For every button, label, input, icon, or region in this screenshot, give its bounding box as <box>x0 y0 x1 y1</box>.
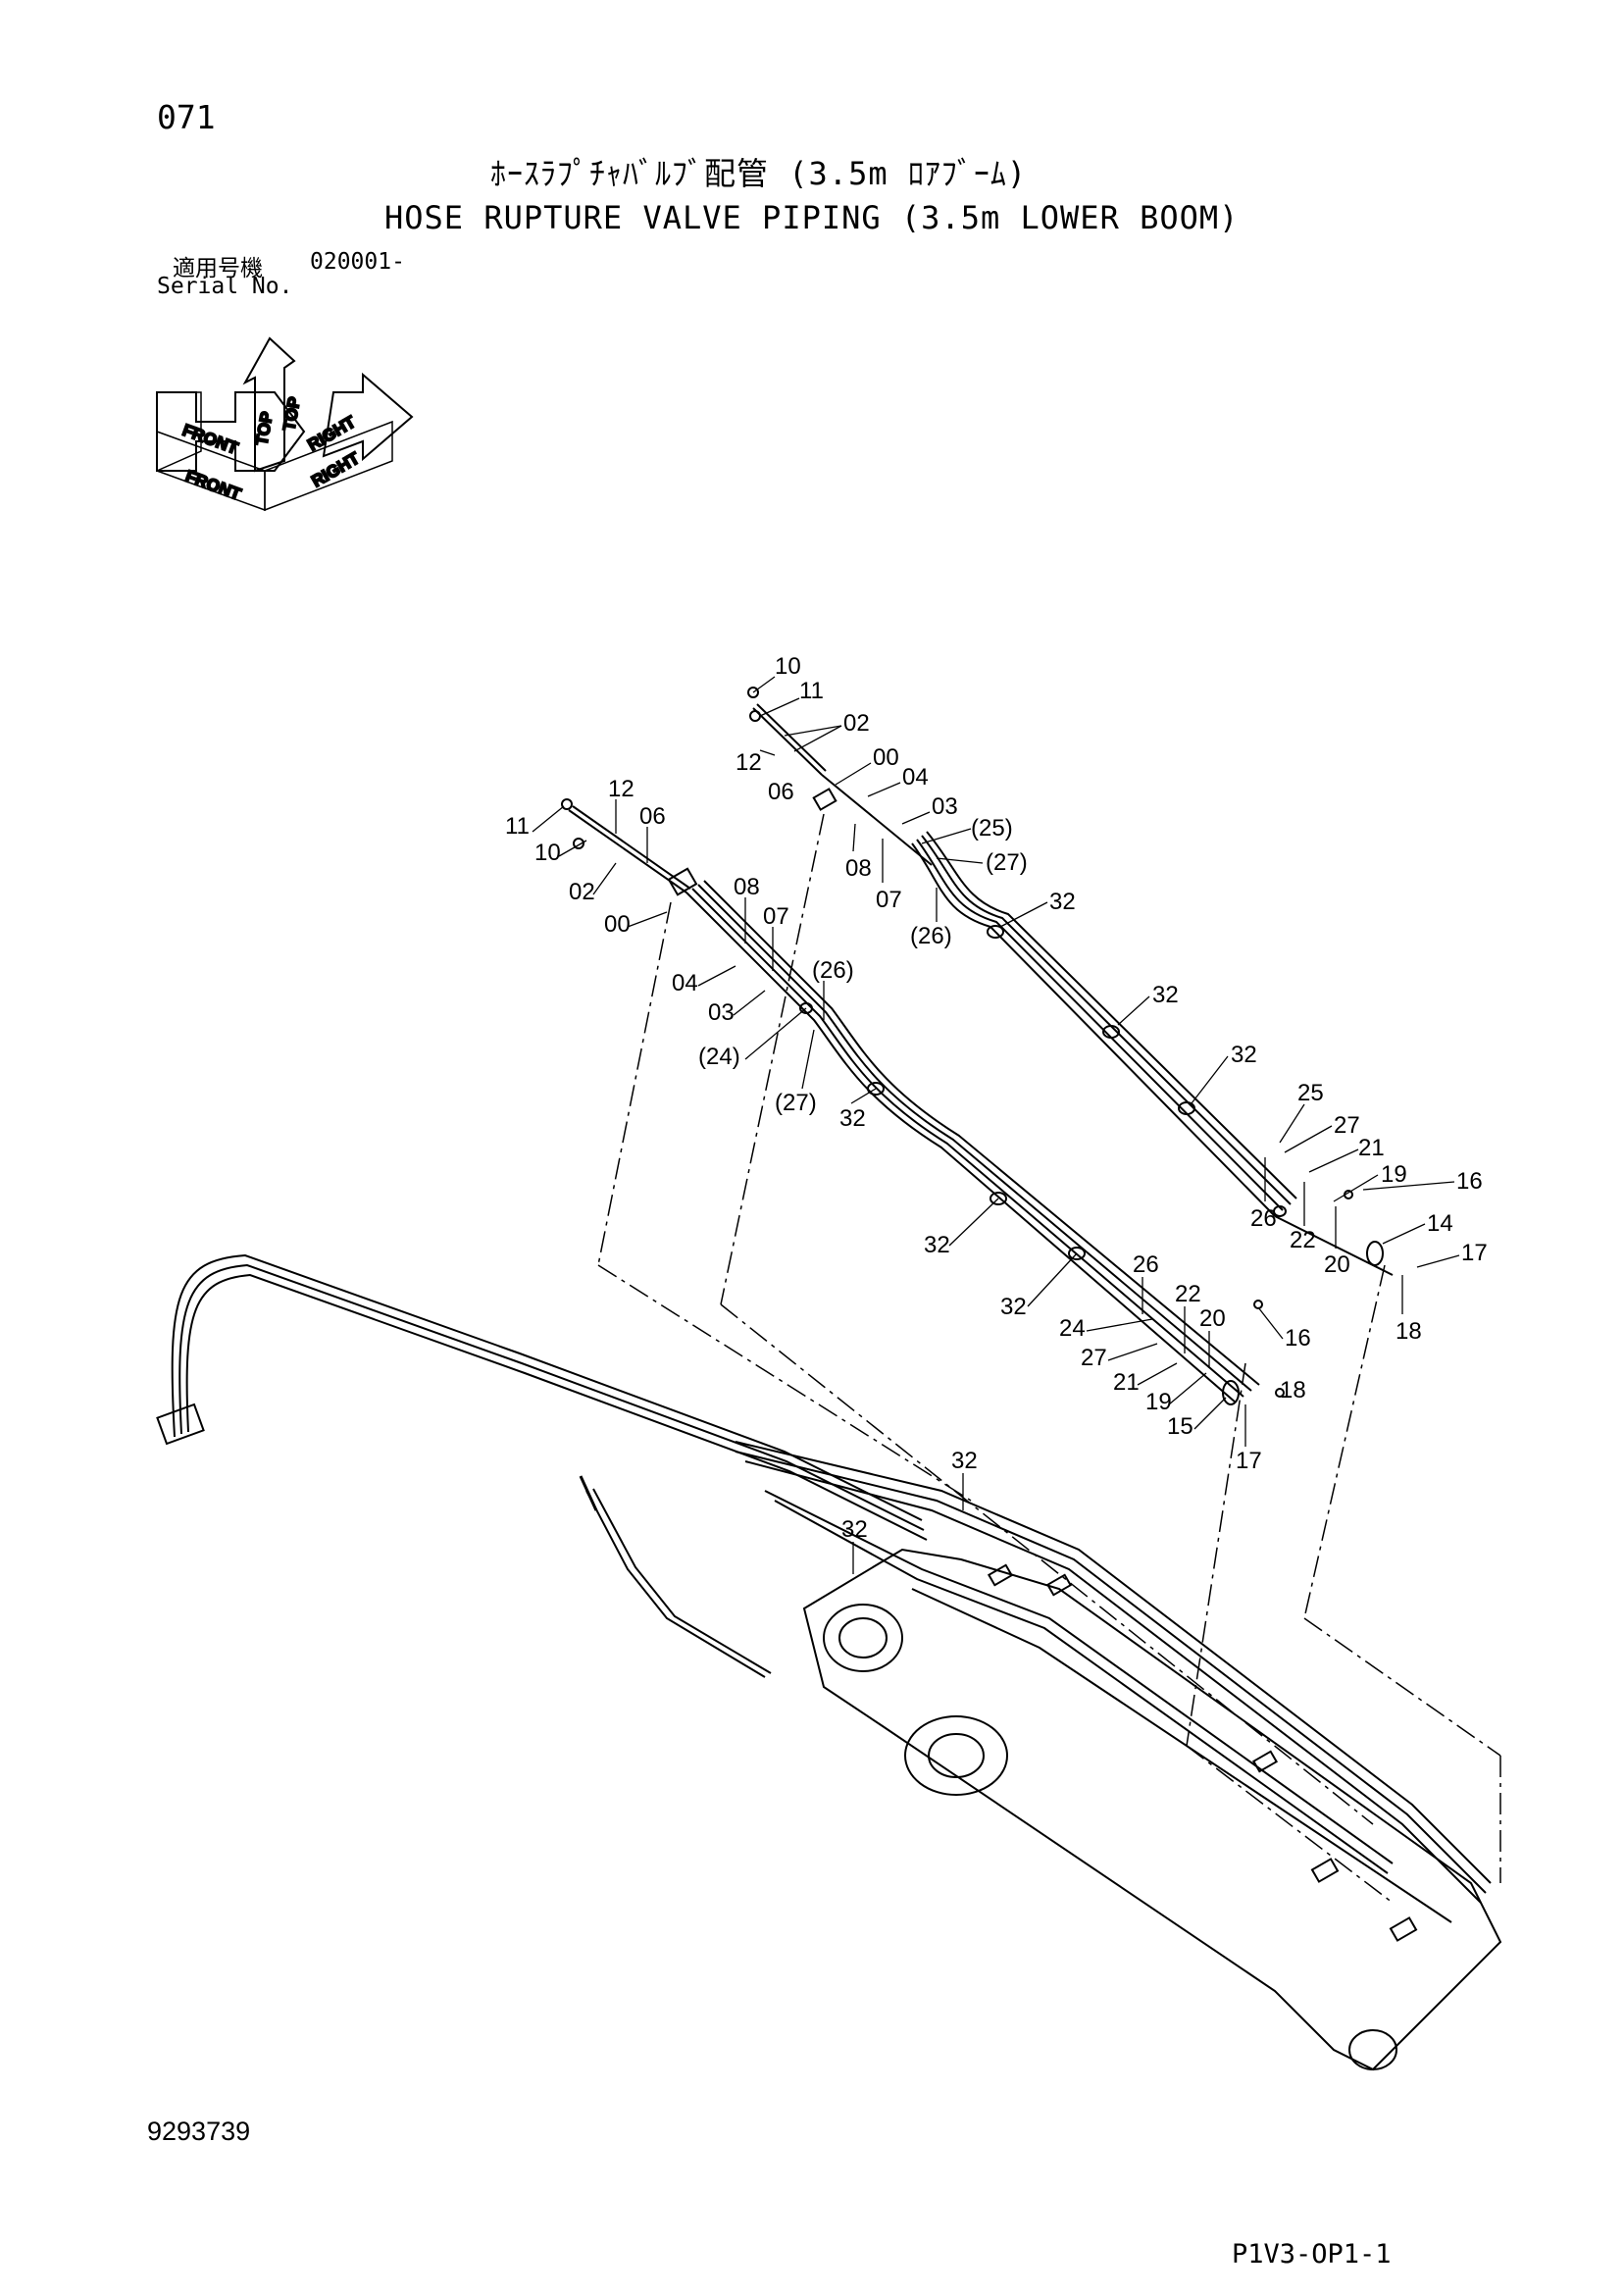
callout: 16 <box>1285 1325 1311 1352</box>
callout: 32 <box>1000 1294 1027 1320</box>
callout: 32 <box>951 1448 978 1474</box>
callout: 00 <box>604 911 631 938</box>
callout: (26) <box>910 923 952 949</box>
callout: 03 <box>932 793 958 820</box>
callout: 14 <box>1427 1210 1453 1237</box>
callout: 06 <box>639 803 666 830</box>
callout: (25) <box>971 815 1013 842</box>
callout: 00 <box>873 744 899 771</box>
callout: 04 <box>672 970 698 996</box>
callout-labels: 10 11 02 12 00 04 06 03 (25) 08 (27) 07 … <box>505 653 1488 1574</box>
callout: 25 <box>1297 1080 1324 1106</box>
callout: (27) <box>775 1090 817 1116</box>
callout: 08 <box>845 855 872 882</box>
callout: 12 <box>608 776 634 802</box>
callout: 26 <box>1250 1205 1277 1232</box>
title-japanese: ﾎｰｽﾗﾌﾟﾁｬﾊﾞﾙﾌﾞ配管 (3.5m ﾛｱﾌﾞｰﾑ) <box>490 155 1028 192</box>
callout: 19 <box>1381 1161 1407 1188</box>
callout: 07 <box>876 887 902 913</box>
callout: 16 <box>1456 1168 1483 1195</box>
callout: 27 <box>1334 1112 1360 1139</box>
callout: 18 <box>1396 1318 1422 1345</box>
callout: 20 <box>1199 1305 1226 1332</box>
callout: 18 <box>1280 1377 1306 1403</box>
callout: 26 <box>1133 1251 1159 1278</box>
callout: 21 <box>1358 1135 1385 1161</box>
document-number: 9293739 <box>147 2117 251 2146</box>
orientation-indicator: TOP TOP FRONT FRONT RIGHT RIGHT <box>156 336 414 512</box>
page-number: 071 <box>157 98 216 136</box>
callout: 04 <box>902 764 929 791</box>
callout: 10 <box>534 840 561 866</box>
callout: 32 <box>1231 1042 1257 1068</box>
callout: 15 <box>1167 1413 1193 1440</box>
left-pipe-assembly <box>561 798 1285 1405</box>
callout: 21 <box>1113 1369 1140 1396</box>
callout: 17 <box>1461 1240 1488 1266</box>
callout: 06 <box>768 779 794 805</box>
callout: (24) <box>698 1044 740 1070</box>
upper-pipe-assembly <box>747 687 1394 1276</box>
callout: 32 <box>839 1105 866 1132</box>
callout: 32 <box>1152 982 1179 1008</box>
callout: 02 <box>569 879 595 905</box>
callout: 20 <box>1324 1251 1350 1278</box>
callout: 17 <box>1236 1448 1262 1474</box>
callout: 32 <box>1049 889 1076 915</box>
leader-lines <box>597 813 1501 1904</box>
callout: (26) <box>812 957 854 984</box>
callout: 32 <box>924 1232 950 1258</box>
callout: 02 <box>843 710 870 737</box>
orientation-front-label: FRONT <box>180 421 241 458</box>
callout: 27 <box>1081 1345 1107 1371</box>
sheet-code: P1V3-OP1-1 <box>1232 2239 1392 2270</box>
orientation-right-label: RIGHT <box>305 412 360 454</box>
hose-harness <box>156 1253 928 1678</box>
callout: 10 <box>775 653 801 680</box>
callout: 03 <box>708 999 735 1026</box>
orientation-right-label-2: RIGHT <box>309 448 364 490</box>
callout: 07 <box>763 903 789 930</box>
serial-label-english: Serial No. <box>157 274 293 299</box>
title-english: HOSE RUPTURE VALVE PIPING (3.5m LOWER BO… <box>384 199 1240 236</box>
callout: 08 <box>734 874 760 900</box>
callout: 12 <box>736 749 762 776</box>
boom-body <box>735 1441 1502 2071</box>
orientation-front-label-2: FRONT <box>183 467 244 504</box>
callout: 22 <box>1175 1281 1201 1307</box>
callout: (27) <box>986 849 1028 876</box>
serial-number-value: 020001- <box>310 249 405 275</box>
callout: 19 <box>1145 1389 1172 1415</box>
serial-label-japanese: 適用号機 <box>173 256 263 281</box>
callout: 11 <box>505 813 530 840</box>
callout: 32 <box>841 1516 868 1543</box>
callout: 24 <box>1059 1315 1086 1342</box>
callout: 22 <box>1290 1227 1316 1253</box>
callout: 11 <box>799 678 824 704</box>
